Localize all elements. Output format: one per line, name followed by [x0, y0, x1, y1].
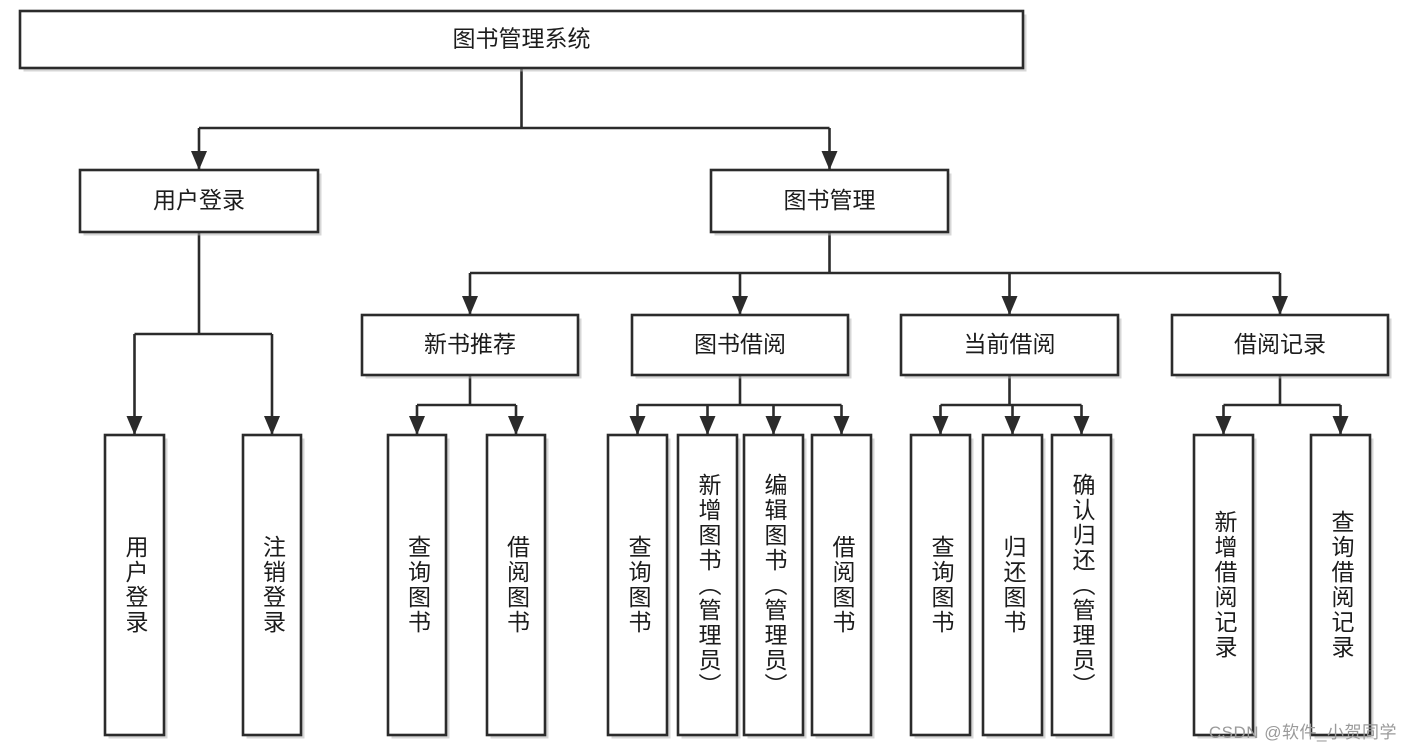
edge-new-book-recommend-arrow-0	[409, 416, 425, 435]
edge-book-manage-arrow-0	[462, 296, 478, 315]
edges-layer	[126, 68, 1349, 435]
node-leaf-logout[interactable]	[241, 433, 303, 737]
node-book-borrow-label: 图书借阅	[694, 331, 786, 357]
node-root-label: 图书管理系统	[453, 26, 591, 52]
edge-borrow-record-arrow-1	[1332, 416, 1349, 435]
node-leaf-logout-label: 注销登录	[259, 535, 286, 635]
edge-current-borrow-arrow-2	[1073, 416, 1090, 435]
node-leaf-borrow-book-label: 借阅图书	[829, 535, 855, 635]
node-leaf-query-book-current[interactable]	[909, 433, 972, 737]
node-leaf-add-book-label: 新增图书（管理员）	[695, 472, 721, 698]
node-user-login-label: 用户登录	[153, 187, 245, 213]
edge-user-login-arrow-1	[264, 416, 280, 435]
edge-book-borrow-arrow-3	[833, 416, 850, 435]
node-book-manage-label: 图书管理	[784, 187, 876, 213]
edge-book-manage-arrow-3	[1272, 296, 1288, 315]
node-leaf-edit-book-label: 编辑图书（管理员）	[761, 472, 787, 698]
node-user-login[interactable]	[78, 168, 320, 234]
node-leaf-return-book-label: 归还图书	[1000, 535, 1026, 635]
edge-book-borrow-arrow-0	[629, 416, 646, 435]
node-leaf-borrow-book-recommend[interactable]	[485, 433, 547, 737]
node-leaf-user-login[interactable]	[103, 433, 166, 737]
node-leaf-borrow-book-recommend-label: 借阅图书	[503, 535, 530, 635]
edge-book-borrow-arrow-2	[765, 416, 782, 435]
edge-book-borrow-arrow-1	[699, 416, 716, 435]
node-leaf-query-book-recommend-label: 查询图书	[404, 535, 431, 635]
node-leaf-query-record[interactable]	[1309, 433, 1372, 737]
node-new-book-recommend[interactable]	[360, 313, 580, 377]
node-leaf-return-book[interactable]	[981, 433, 1044, 737]
edge-current-borrow-arrow-0	[932, 416, 949, 435]
node-new-book-recommend-label: 新书推荐	[424, 331, 516, 357]
edge-user-login-arrow-0	[126, 416, 143, 435]
watermark-text: CSDN @软件_小贺同学	[1208, 723, 1397, 742]
node-leaf-query-book-borrow-label: 查询图书	[625, 535, 651, 635]
node-leaf-add-book[interactable]	[676, 433, 739, 737]
node-book-borrow[interactable]	[630, 313, 850, 377]
node-leaf-query-book-recommend[interactable]	[386, 433, 448, 737]
edge-borrow-record-arrow-0	[1215, 416, 1232, 435]
node-borrow-record[interactable]	[1170, 313, 1390, 377]
node-borrow-record-label: 借阅记录	[1234, 331, 1326, 357]
node-current-borrow[interactable]	[899, 313, 1120, 377]
node-book-manage[interactable]	[709, 168, 950, 234]
edge-current-borrow-arrow-1	[1004, 416, 1021, 435]
node-boxes-layer	[18, 9, 1390, 737]
edge-book-manage-arrow-1	[732, 296, 748, 315]
node-leaf-confirm-return[interactable]	[1050, 433, 1113, 737]
node-leaf-query-book-current-label: 查询图书	[928, 535, 954, 635]
edge-root-arrow-0	[191, 151, 207, 170]
node-leaf-confirm-return-label: 确认归还（管理员）	[1069, 472, 1095, 698]
edge-root-arrow-1	[821, 151, 838, 170]
node-leaf-query-book-borrow[interactable]	[606, 433, 669, 737]
edge-new-book-recommend-arrow-1	[508, 416, 524, 435]
node-leaf-edit-book[interactable]	[742, 433, 805, 737]
node-leaf-borrow-book[interactable]	[810, 433, 873, 737]
node-root[interactable]	[18, 9, 1025, 70]
edge-book-manage-arrow-2	[1001, 296, 1018, 315]
node-leaf-query-record-label: 查询借阅记录	[1328, 510, 1354, 660]
node-leaf-add-record[interactable]	[1192, 433, 1255, 737]
node-leaf-add-record-label: 新增借阅记录	[1211, 510, 1237, 660]
node-leaf-user-login-label: 用户登录	[122, 535, 148, 635]
node-current-borrow-label: 当前借阅	[964, 331, 1056, 357]
